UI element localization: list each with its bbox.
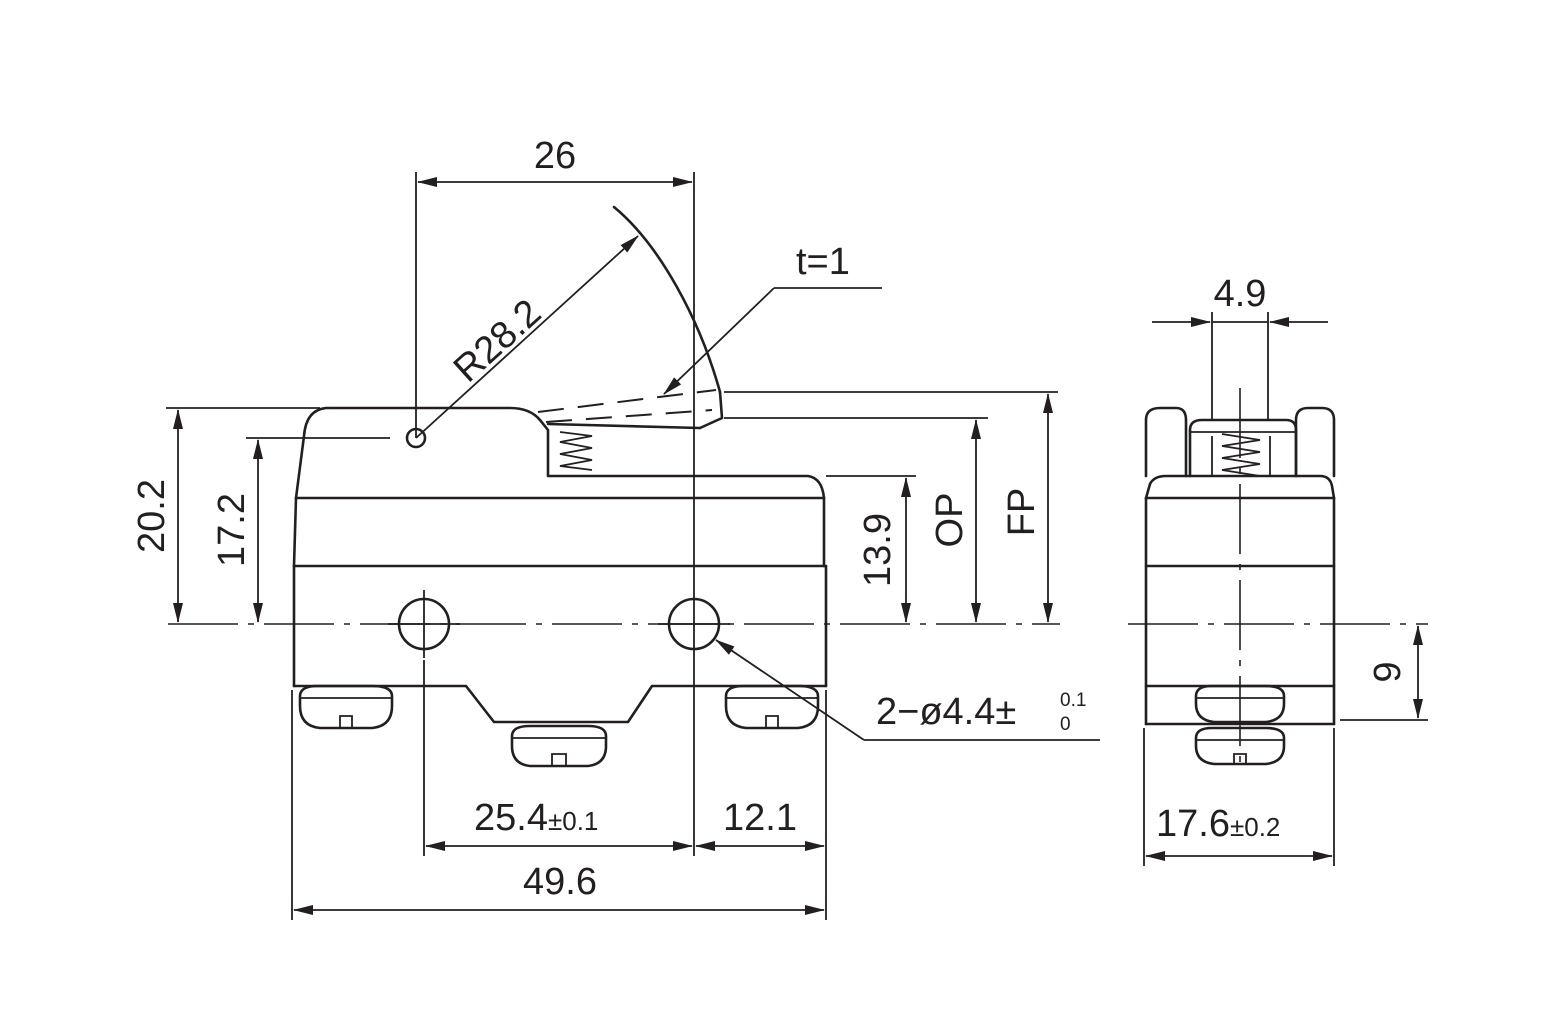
- switch-body: [292, 406, 828, 724]
- thickness-leader: [663, 287, 775, 395]
- dim-op-label: OP: [929, 493, 971, 548]
- hole-callout-label: 2−ø4.4±: [876, 691, 1016, 733]
- dim-26-label: 26: [534, 135, 576, 177]
- dim-4-9-label: 4.9: [1214, 273, 1267, 315]
- side-view: 4.9 9 17.6±0.2: [1128, 273, 1428, 866]
- front-view: 26 R28.2 t=1 20.2 17.2 13.9 OP FP 25.4±0…: [131, 135, 1100, 920]
- dim-17-2-label: 17.2: [211, 493, 253, 567]
- dim-25-4-label: 25.4±0.1: [474, 797, 598, 839]
- spring-icon: [559, 431, 593, 471]
- hole-tol-lower: 0: [1060, 714, 1071, 735]
- dim-radius-line: [415, 235, 639, 439]
- dim-17-6-label: 17.6±0.2: [1156, 803, 1280, 845]
- dim-radius-label: R28.2: [446, 292, 549, 391]
- terminal-middle: [510, 724, 608, 768]
- dim-20-2-label: 20.2: [131, 479, 173, 553]
- hole-tol-upper: 0.1: [1060, 690, 1086, 711]
- lever-arm: [537, 205, 724, 430]
- dim-12-1-label: 12.1: [723, 797, 797, 839]
- dim-49-6-label: 49.6: [523, 861, 597, 903]
- dim-13-9-label: 13.9: [857, 513, 899, 587]
- side-spring-icon: [1221, 433, 1261, 477]
- dim-9-label: 9: [1367, 661, 1409, 682]
- dim-fp-label: FP: [1001, 488, 1043, 537]
- terminal-right: [724, 684, 820, 730]
- hole-callout-leader: [715, 639, 865, 741]
- thickness-label: t=1: [796, 241, 850, 283]
- terminal-left: [298, 684, 394, 730]
